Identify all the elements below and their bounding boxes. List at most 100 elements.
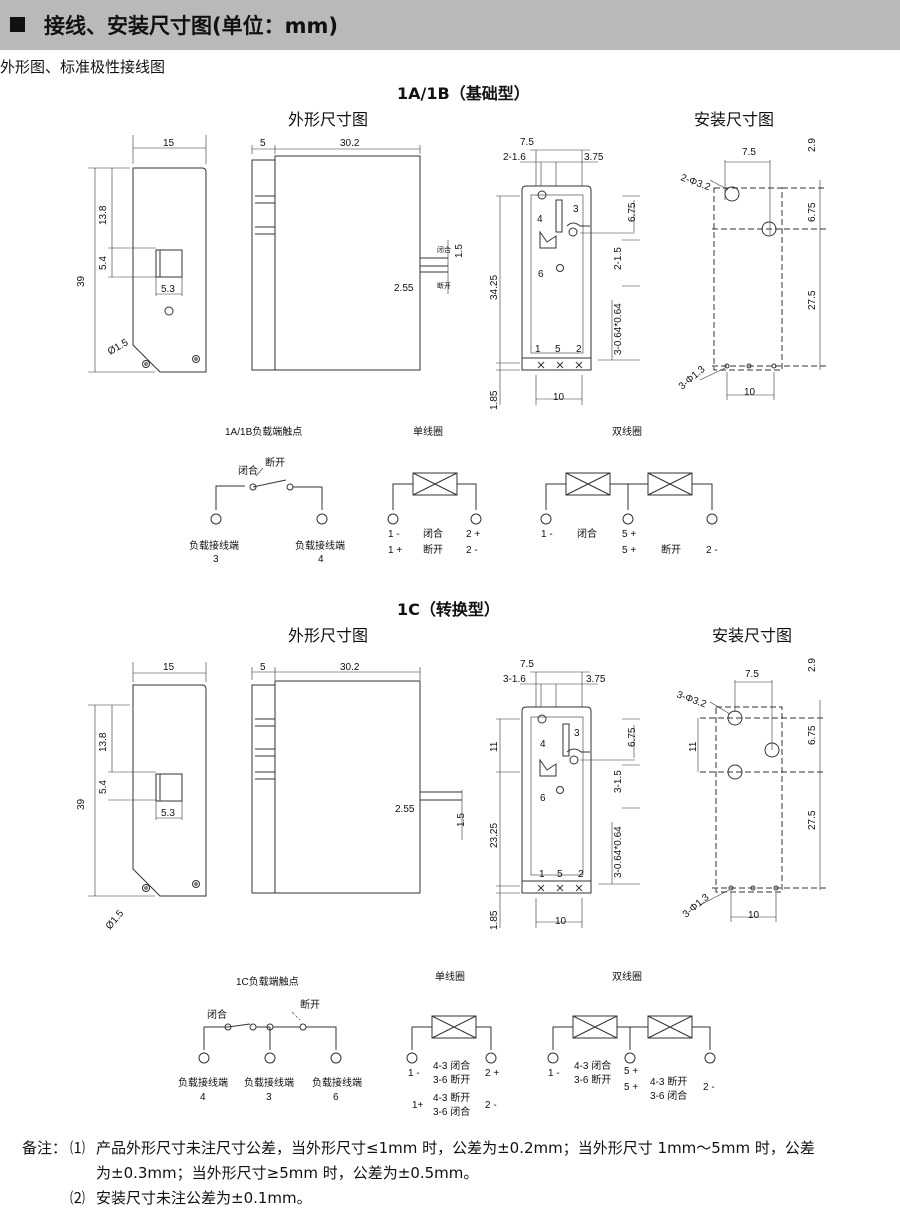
terminal-label: 负载接线端 bbox=[244, 1076, 294, 1089]
dim-label: 3-Φ1.3 bbox=[681, 892, 712, 920]
dim-label: 3.75 bbox=[584, 152, 604, 163]
c-side-view bbox=[251, 667, 463, 894]
subtitle: 外形图、标准极性接线图 bbox=[0, 58, 166, 76]
pin-label: 5 bbox=[557, 869, 563, 880]
coil-label: 2 - bbox=[706, 545, 718, 556]
dim-label: 3-1.6 bbox=[503, 674, 526, 685]
note-1-line-1: 产品外形尺寸未注尺寸公差，当外形尺寸≤1mm 时，公差为±0.2mm；当外形尺寸… bbox=[96, 1139, 815, 1157]
dim-label: Ø1.5 bbox=[104, 908, 127, 932]
coil-label: 断开 bbox=[423, 543, 443, 556]
dim-label: 1.5 bbox=[454, 244, 465, 258]
pin-label: 4 bbox=[537, 214, 543, 225]
coil-label: 闭合 bbox=[577, 527, 597, 540]
dim-label: 39 bbox=[76, 798, 87, 810]
contact-label: 断开 bbox=[300, 998, 320, 1011]
dim-label: 5.3 bbox=[161, 808, 175, 819]
dim-label: 6.75 bbox=[627, 727, 638, 747]
schematic-title: 1A/1B负载端触点 bbox=[225, 425, 302, 438]
dim-label: 1.85 bbox=[489, 390, 500, 410]
coil-label: 4-3 断开 bbox=[433, 1091, 470, 1104]
note-2-number: ⑵ bbox=[70, 1189, 86, 1207]
section-a-title: 1A/1B（基础型） bbox=[397, 84, 530, 103]
dim-label: 3-1.5 bbox=[613, 770, 624, 793]
pin-label: 3 bbox=[574, 728, 580, 739]
schematic-title: 单线圈 bbox=[413, 425, 443, 438]
coil-label: 1 + bbox=[388, 545, 402, 556]
section-c-title: 1C（转换型） bbox=[397, 600, 500, 619]
dim-label: 23.25 bbox=[489, 823, 500, 848]
pin-label: 5 bbox=[555, 344, 561, 355]
coil-label: 5 + bbox=[622, 545, 636, 556]
c-mount-view bbox=[697, 680, 826, 893]
section-header-bar: 接线、安装尺寸图(单位：mm) bbox=[0, 0, 900, 50]
coil-label: 1+ bbox=[412, 1100, 424, 1111]
coil-label: 2 - bbox=[466, 545, 478, 556]
dim-label: 3-0.64*0.64 bbox=[613, 303, 624, 355]
c-single-coil bbox=[406, 1015, 497, 1064]
dim-label: 15 bbox=[163, 138, 175, 149]
note-1-line-2: 为±0.3mm；当外形尺寸≥5mm 时，公差为±0.5mm。 bbox=[96, 1164, 479, 1182]
dim-label: 7.5 bbox=[745, 669, 759, 680]
schematic-title: 双线圈 bbox=[612, 425, 642, 438]
section-a-outline-title: 外形尺寸图 bbox=[288, 110, 369, 129]
coil-label: 3-6 闭合 bbox=[433, 1105, 470, 1118]
coil-label: 2 + bbox=[485, 1068, 499, 1079]
dim-label: 5 bbox=[260, 138, 266, 149]
dim-label: 30.2 bbox=[340, 662, 360, 673]
dim-label: 7.5 bbox=[520, 137, 534, 148]
dim-label: 5 bbox=[260, 662, 266, 673]
dim-label: 2.9 bbox=[807, 658, 818, 672]
coil-label: 2 + bbox=[466, 529, 480, 540]
dim-label: 34.25 bbox=[489, 275, 500, 300]
c-front-view bbox=[88, 662, 207, 897]
pin-label: 2 bbox=[576, 344, 582, 355]
section-c-mount-title: 安装尺寸图 bbox=[712, 626, 793, 645]
coil-label: 4-3 闭合 bbox=[574, 1059, 611, 1072]
c-bottom-view bbox=[496, 671, 640, 928]
c-double-coil bbox=[547, 1015, 716, 1064]
coil-label: 1 - bbox=[388, 529, 400, 540]
coil-label: 3-6 断开 bbox=[574, 1073, 611, 1086]
dim-label: 2-Φ3.2 bbox=[679, 172, 712, 193]
dim-label: 27.5 bbox=[807, 810, 818, 830]
dim-label: 30.2 bbox=[340, 138, 360, 149]
dim-label: 7.5 bbox=[520, 659, 534, 670]
coil-label: 1 - bbox=[548, 1068, 560, 1079]
dim-label: 13.8 bbox=[98, 205, 109, 225]
dim-label: 3-Φ3.2 bbox=[675, 689, 708, 710]
dim-label: 2.55 bbox=[394, 283, 414, 294]
section-a-mount-title: 安装尺寸图 bbox=[694, 110, 775, 129]
dim-label: 10 bbox=[744, 387, 756, 398]
coil-label: 4-3 断开 bbox=[650, 1075, 687, 1088]
terminal-label: 负载接线端 bbox=[189, 539, 239, 552]
coil-label: 闭合 bbox=[423, 527, 443, 540]
coil-label: 2 - bbox=[485, 1100, 497, 1111]
dim-label: 2.55 bbox=[395, 804, 415, 815]
dim-label: 2-1.5 bbox=[613, 247, 624, 270]
terminal-label: 3 bbox=[213, 554, 219, 565]
pin-label: 6 bbox=[540, 793, 546, 804]
dim-label: 1.85 bbox=[489, 910, 500, 930]
dim-label: 3-0.64*0.64 bbox=[613, 826, 624, 878]
terminal-label: 负载接线端 bbox=[312, 1076, 362, 1089]
coil-label: 断开 bbox=[661, 543, 681, 556]
note-1-number: ⑴ bbox=[70, 1139, 86, 1157]
coil-label: 1 - bbox=[541, 529, 553, 540]
a-load-contacts bbox=[210, 467, 328, 525]
a-double-coil bbox=[540, 472, 718, 525]
terminal-label: 3 bbox=[266, 1092, 272, 1103]
terminal-label: 4 bbox=[318, 554, 324, 565]
schematic-title: 1C负载端触点 bbox=[236, 975, 299, 988]
dim-label: 3-Φ1.3 bbox=[677, 364, 708, 392]
a-front-view bbox=[88, 135, 207, 373]
coil-label: 2 - bbox=[703, 1082, 715, 1093]
a-bottom-view bbox=[496, 149, 640, 405]
dim-label: 27.5 bbox=[807, 290, 818, 310]
pin-label: 6 bbox=[538, 269, 544, 280]
dim-label: 5.3 bbox=[161, 284, 175, 295]
coil-label: 5 + bbox=[622, 529, 636, 540]
notes-label: 备注： bbox=[22, 1139, 68, 1157]
dim-label: 2.9 bbox=[807, 138, 818, 152]
c-load-contacts bbox=[198, 1011, 342, 1064]
dim-label: 闭合 bbox=[437, 245, 451, 254]
